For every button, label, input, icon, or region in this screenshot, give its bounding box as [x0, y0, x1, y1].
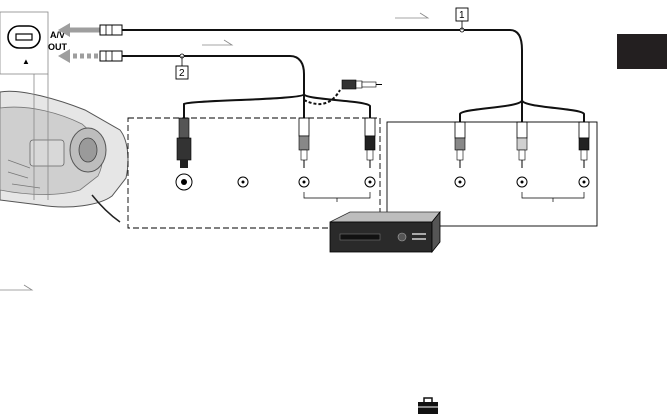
cable-2: 2 — [58, 40, 304, 94]
plug-icon — [299, 118, 309, 168]
cable-2-branches — [184, 80, 382, 118]
callout-2: 2 — [179, 68, 185, 79]
plug-icon — [455, 122, 465, 168]
vcr-icon — [330, 212, 440, 252]
port-label-line2: OUT — [48, 42, 68, 52]
left-device-panel — [128, 118, 380, 228]
plug-icon — [177, 118, 191, 168]
toolbox-icon — [418, 398, 438, 414]
signal-flow-arrow-icon — [0, 285, 32, 290]
cable-1-branches — [460, 100, 584, 122]
plug-icon — [517, 122, 527, 168]
callout-1: 1 — [459, 10, 465, 21]
cable-1: 1 — [58, 8, 522, 100]
plug-icon — [365, 118, 375, 168]
right-device-panel — [387, 122, 597, 226]
port-symbol: ▲ — [22, 57, 30, 66]
camcorder-icon — [0, 91, 128, 222]
signal-flow-arrow-icon — [202, 40, 232, 45]
section-tab — [617, 34, 667, 69]
plug-icon — [579, 122, 589, 168]
plug-icon — [342, 80, 382, 89]
signal-flow-arrow-icon — [395, 13, 428, 18]
